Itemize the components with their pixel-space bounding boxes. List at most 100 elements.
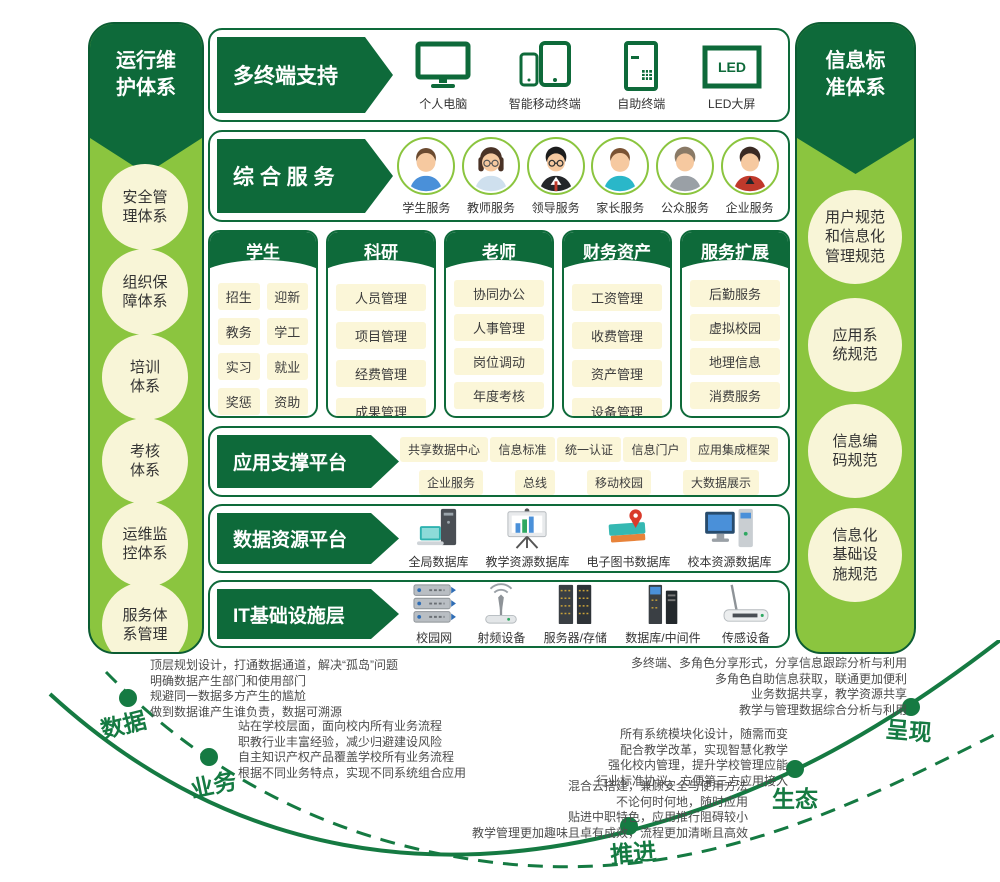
service-label: 学生服务 [402,200,451,215]
terminal-label: 智能移动终端 [508,96,581,111]
mobile-devices-icon [519,39,571,91]
service-label: 教师服务 [466,200,515,215]
database-tower-icon [643,583,683,625]
teaching-resource-icon [503,507,551,549]
service-public: 公众服务 [655,136,714,216]
column-item: 岗位调动 [454,348,544,375]
support-platform-label: 应用支撑平台 [217,435,399,488]
node-dot-ecology [786,760,804,778]
node-label-business: 业务 [188,767,239,803]
desktop-icon [414,39,472,91]
column-item: 虚拟校园 [690,314,780,341]
leader-avatar [526,136,585,195]
left-sidebar-item: 组织保 障体系 [102,249,188,335]
support-chip: 信息门户 [623,437,688,462]
db-global: 全局数据库 [408,507,469,570]
db-label: 电子图书数据库 [586,555,671,569]
db-label: 教学资源数据库 [485,555,570,569]
note-promote: 混合云搭建，兼顾安全与使用方法 不论何时何地，随时应用 贴进中职特色，应用推行阻… [471,779,748,840]
right-sidebar-item: 应用系 统规范 [808,298,902,392]
node-label-ecology: 生态 [772,786,818,812]
parent-avatar [591,136,650,195]
infra-server: 服务器/存储 [544,583,607,646]
terminal-led: LED LED大屏 [702,39,762,112]
left-sidebar-item: 运维监 控体系 [102,501,188,587]
multi-terminal-label: 多终端支持 [217,37,393,113]
note-present: 多终端、多角色分享形式，分享信息跟踪分析与利用 多角色自助信息获取，联通更加便利… [630,656,907,717]
support-chip: 移动校园 [587,470,652,495]
infrastructure-label: IT基础设施层 [217,589,399,639]
column-title: 财务资产 [583,243,651,262]
support-chip: 共享数据中心 [400,437,489,462]
column-item: 奖惩 [218,388,260,415]
column-research: 科研 人员管理 项目管理 经费管理 成果管理 [326,230,436,418]
terminal-label: 个人电脑 [419,96,468,111]
infra-campus-net: 校园网 [409,583,459,646]
service-label: 公众服务 [660,200,709,215]
service-enterprise: 企业服务 [720,136,779,216]
node-label-data: 数据 [98,706,149,744]
service-parent: 家长服务 [591,136,650,216]
terminal-mobile: 智能移动终端 [509,39,581,112]
business-columns: 学生 招生 迎新 教务 学工 实习 就业 奖惩 资助 科研 人员管理 项目管理 … [208,230,790,418]
note-business: 站在学校层面，面向校内所有业务流程 职教行业丰富经验，减少归避建设风险 自主知识… [238,719,467,780]
column-item: 人事管理 [454,314,544,341]
column-finance: 财务资产 工资管理 收费管理 资产管理 设备管理 [562,230,672,418]
column-service-extend: 服务扩展 后勤服务 虚拟校园 地理信息 消费服务 师生健康 [680,230,790,418]
column-item: 消费服务 [690,382,780,409]
service-teacher: 教师服务 [461,136,520,216]
column-item: 工资管理 [572,284,662,311]
column-item: 协同办公 [454,280,544,307]
server-rack-icon [553,583,597,625]
db-teaching: 教学资源数据库 [485,507,570,570]
column-item: 就业 [266,353,308,380]
router-icon [719,583,773,625]
column-item: 迎新 [266,283,308,310]
infra-middleware: 数据库/中间件 [625,583,701,646]
column-item: 后勤服务 [690,280,780,307]
column-title: 学生 [246,243,280,262]
multi-terminal-row: 多终端支持 个人电脑 智能移动终端 自助终端 [208,28,790,122]
service-leader: 领导服务 [526,136,585,216]
service-student: 学生服务 [397,136,456,216]
column-item: 资产管理 [572,360,662,387]
data-platform-label: 数据资源平台 [217,513,399,564]
infrastructure-row: IT基础设施层 校园网 射频设备 服务器/存储 [208,580,790,648]
public-avatar [655,136,714,195]
support-chip: 大数据展示 [683,470,760,495]
infra-label: 数据库/中间件 [625,630,701,645]
node-dot-business [200,748,218,766]
note-data: 顶层规划设计，打通数据通道，解决“孤岛”问题 明确数据产生部门和使用部门 规避同… [150,658,398,719]
infra-label: 射频设备 [477,630,526,645]
column-item: 薪酬管理 [454,416,544,418]
teacher-avatar [461,136,520,195]
left-sidebar-item: 培训 体系 [102,334,188,420]
column-teacher: 老师 协同办公 人事管理 岗位调动 年度考核 薪酬管理 [444,230,554,418]
column-item: 招生 [218,283,260,310]
service-label: 企业服务 [725,200,774,215]
db-ebook: 电子图书数据库 [586,507,671,570]
column-item: 成果管理 [336,398,426,416]
ebook-database-icon [603,507,653,549]
infra-label: 服务器/存储 [543,630,607,645]
column-student: 学生 招生 迎新 教务 学工 实习 就业 奖惩 资助 [208,230,318,418]
column-item: 收费管理 [572,322,662,349]
note-ecology: 所有系统模块化设计，随需而变 配合教学改革，实现智慧化教学 强化校内管理，提升学… [595,727,788,788]
kiosk-icon [621,39,661,91]
db-label: 全局数据库 [408,555,469,569]
column-item: 教务 [218,318,260,345]
sidebar-operation-maintenance: 运行维 护体系 安全管 理体系 组织保 障体系 培训 体系 考核 体系 运维监 … [88,22,204,654]
column-item: 师生健康 [690,416,780,418]
antenna-icon [480,582,522,625]
left-sidebar-item: 服务体 系管理 [102,582,188,652]
column-item: 实习 [218,353,260,380]
column-item: 年度考核 [454,382,544,409]
left-sidebar-item: 考核 体系 [102,418,188,504]
column-title: 老师 [482,243,516,262]
support-chip: 应用集成框架 [689,437,778,462]
infra-label: 传感设备 [721,630,770,645]
led-screen-icon: LED [702,39,762,91]
column-title: 科研 [364,243,398,262]
data-platform-row: 数据资源平台 全局数据库 教学资源数据库 电子图书数据库 [208,504,790,573]
column-item: 项目管理 [336,322,426,349]
